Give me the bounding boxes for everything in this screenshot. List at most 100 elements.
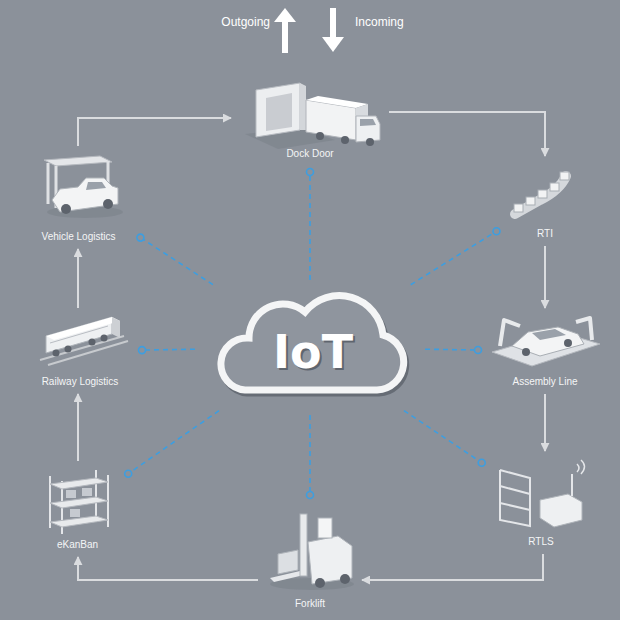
iot-link: [425, 348, 478, 350]
iot-link: [411, 231, 497, 285]
link-endpoint: [475, 347, 482, 354]
forklift-art: [270, 514, 354, 590]
cart: [540, 494, 582, 527]
node-label: Dock Door: [286, 148, 333, 160]
incoming-arrow-shaft: [330, 8, 336, 39]
dock-door-node: Dock Door: [235, 80, 385, 162]
body: [308, 536, 352, 584]
cab-window: [360, 119, 376, 126]
trailer-top: [306, 96, 368, 108]
vehicle-logistics-art: [44, 156, 123, 218]
link-endpoint: [137, 234, 144, 241]
ekanban-node: eKanBan: [35, 465, 120, 553]
railway-art: [40, 317, 128, 365]
flow-arrow: [78, 118, 231, 146]
iot-link: [309, 172, 311, 280]
iot-link: [309, 415, 311, 495]
rack-shelf: [500, 503, 530, 510]
antenna: [571, 474, 573, 496]
shelf: [50, 516, 108, 527]
gantry-post: [47, 163, 50, 204]
bin: [66, 490, 76, 498]
link-endpoint: [307, 169, 314, 176]
rti-art: [514, 172, 569, 214]
vehicle-logistics-node: Vehicle Logistics: [25, 150, 132, 245]
flow-arrow: [389, 112, 545, 156]
wheel: [101, 335, 108, 342]
signal-waves: [577, 460, 585, 474]
robot-arm: [500, 320, 520, 346]
node-label: Assembly Line: [512, 376, 577, 388]
forks: [270, 571, 304, 582]
display: [318, 518, 332, 538]
flow-arrow: [544, 246, 546, 308]
pallet-box: [278, 550, 298, 574]
cloud-shape: [221, 296, 404, 390]
outgoing-arrow-shaft: [282, 20, 288, 53]
wheel: [340, 574, 350, 584]
node-label: RTI: [537, 228, 553, 240]
wheel: [366, 138, 374, 146]
bin: [514, 204, 523, 212]
flow-arrow: [78, 557, 258, 580]
bin: [70, 509, 80, 517]
bin: [538, 190, 547, 198]
link-endpoint: [307, 492, 314, 499]
bin: [560, 172, 569, 180]
link-endpoint: [493, 228, 500, 235]
node-label: eKanBan: [57, 539, 98, 551]
flow-arrow: [77, 394, 79, 461]
dock-door-art: [245, 83, 380, 149]
node-label: Vehicle Logistics: [42, 231, 116, 243]
wheel: [316, 132, 324, 140]
mast: [300, 514, 307, 576]
flow-direction-label: Incoming: [355, 15, 404, 29]
rtls-node: RTLS: [490, 455, 592, 550]
stripe: [50, 326, 108, 343]
flow-arrow: [544, 394, 546, 451]
node-label: RTLS: [528, 536, 553, 548]
wheel: [53, 350, 60, 357]
door-side: [300, 83, 306, 130]
wheel: [61, 204, 71, 214]
outgoing-arrow-head: [274, 8, 296, 22]
loco-end: [112, 317, 120, 338]
flow-arrow: [77, 249, 79, 308]
railway-logistics-node: Railway Logistics: [28, 312, 132, 390]
flow-arrow: [362, 554, 543, 580]
node-label: Railway Logistics: [42, 376, 119, 388]
loco-roof: [46, 317, 120, 340]
truck-cab: [356, 116, 380, 142]
gantry-beam: [44, 156, 112, 166]
conveyor: [515, 176, 566, 214]
robot-arm: [576, 318, 592, 340]
rack-frame: [500, 470, 530, 526]
rtls-art: [500, 460, 585, 527]
iot-link: [404, 411, 482, 463]
cloud-title: IoT: [273, 327, 353, 377]
wheel: [89, 339, 96, 346]
iot-link: [140, 238, 213, 285]
iot-link: [142, 348, 195, 350]
cab-window: [86, 182, 106, 190]
wheel: [564, 339, 572, 347]
forklift-node: Forklift: [262, 505, 358, 612]
bin: [550, 183, 559, 191]
link-endpoint: [139, 347, 146, 354]
rack-shelf: [500, 486, 530, 494]
node-label: Forklift: [295, 598, 325, 610]
iot-cloud: IoT: [205, 290, 415, 405]
rti-node: RTI: [505, 160, 585, 242]
wheel: [65, 346, 72, 353]
incoming-arrow-head: [322, 37, 344, 52]
direction-arrows: [274, 8, 344, 53]
wheel: [522, 348, 530, 356]
wheel: [103, 199, 113, 209]
wheel: [341, 136, 349, 144]
shelf: [50, 478, 108, 489]
bin: [526, 197, 535, 205]
door-opening: [266, 93, 292, 131]
shelf: [50, 497, 108, 508]
car-body: [512, 327, 584, 356]
